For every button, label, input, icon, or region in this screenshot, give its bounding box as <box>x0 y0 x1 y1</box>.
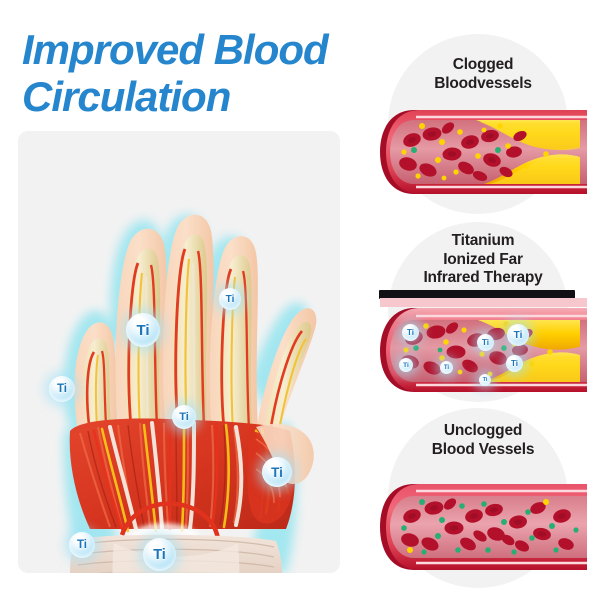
ti-marker: Ti <box>402 324 419 341</box>
ti-marker-label: Ti <box>407 328 414 337</box>
ti-marker-label: Ti <box>443 364 450 371</box>
ti-marker-label: Ti <box>271 464 283 480</box>
panel-title-line: Unclogged <box>443 422 523 439</box>
ti-marker-label: Ti <box>513 329 523 341</box>
ti-marker: Ti <box>477 334 494 351</box>
ti-marker-label: Ti <box>136 321 150 339</box>
ti-marker: Ti <box>440 361 453 374</box>
ti-marker: Ti <box>126 313 160 347</box>
panel-unclogged-title: Unclogged Blood Vessels <box>383 422 583 459</box>
ti-marker: Ti <box>69 532 95 558</box>
infrared-emitter-bar <box>379 290 575 299</box>
ti-marker-label: Ti <box>179 411 189 423</box>
ti-marker-label: Ti <box>76 539 87 551</box>
ti-marker: Ti <box>219 288 241 310</box>
panel-clogged: Clogged Bloodvessels <box>380 28 587 218</box>
ti-marker-label: Ti <box>225 293 235 305</box>
panel-clogged-title: Clogged Bloodvessels <box>383 56 583 93</box>
vessel-clogged <box>380 106 587 198</box>
panel-title-line: Ionized Far <box>443 250 523 268</box>
vessel-unclogged <box>380 478 587 574</box>
ti-marker-label: Ti <box>153 546 166 563</box>
ti-marker: Ti <box>399 358 413 372</box>
panel-title-line: Infrared Therapy <box>423 269 543 286</box>
ti-marker: Ti <box>507 324 529 346</box>
ti-marker-label: Ti <box>482 338 489 347</box>
ti-marker-label: Ti <box>482 377 488 383</box>
ti-marker: Ti <box>172 405 196 429</box>
panel-therapy: Titanium Ionized Far Infrared Therapy <box>379 218 587 403</box>
panel-title-line: Clogged <box>452 56 514 73</box>
panel-title-line: Titanium <box>451 232 515 249</box>
panel-unclogged: Unclogged Blood Vessels <box>380 400 587 590</box>
panel-therapy-title: Titanium Ionized Far Infrared Therapy <box>383 232 583 288</box>
panel-title-line: Blood Vessels <box>431 440 535 458</box>
page-title: Improved Blood Circulation <box>22 26 382 120</box>
panel-title-line: Bloodvessels <box>434 74 532 92</box>
ti-marker: Ti <box>143 538 176 571</box>
ti-marker-label: Ti <box>403 361 409 369</box>
ti-marker-label: Ti <box>511 359 518 368</box>
page-title-line-2: Circulation <box>22 73 231 120</box>
hand-illustration-card: Ti Ti Ti Ti Ti Ti Ti Ti Ti <box>18 131 340 573</box>
hand-anatomy-image <box>18 131 340 573</box>
ti-marker: Ti <box>49 376 75 402</box>
page-title-line-1: Improved Blood <box>22 26 329 73</box>
ti-marker: Ti <box>262 457 292 487</box>
ti-marker: Ti <box>506 355 523 372</box>
ti-marker-label: Ti <box>56 383 67 395</box>
ti-marker: Ti <box>479 374 491 386</box>
